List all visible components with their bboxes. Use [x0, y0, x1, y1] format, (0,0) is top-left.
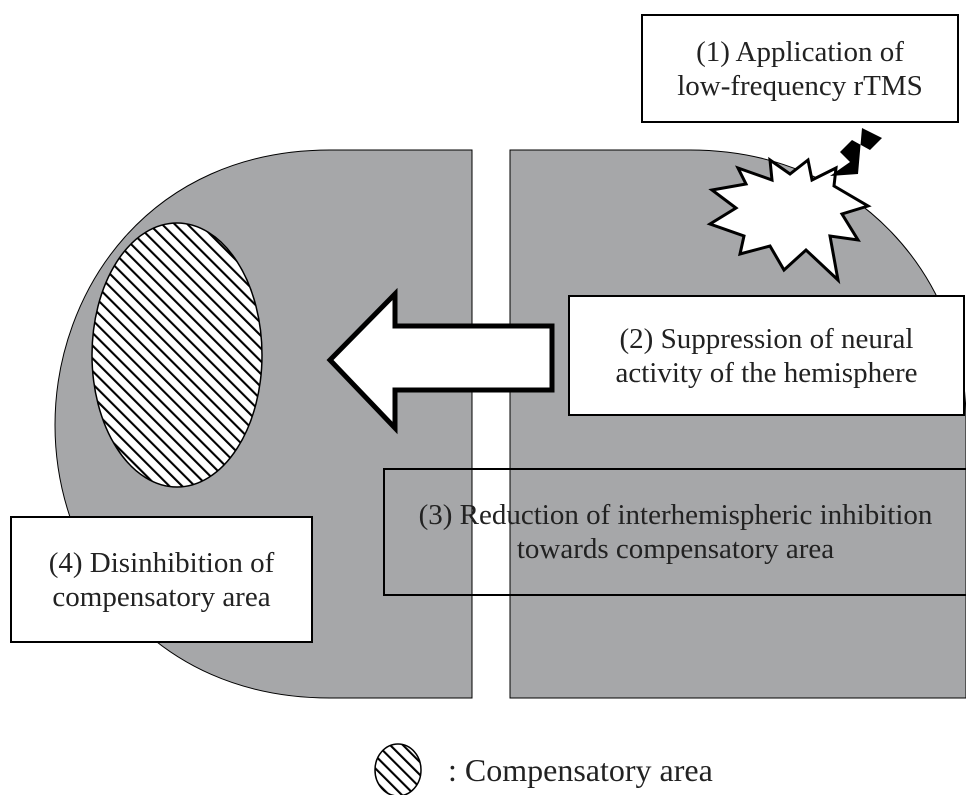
step4-line2: compensatory area — [52, 580, 271, 613]
step2-line1: (2) Suppression of neural — [619, 322, 914, 355]
inhibition-arrow — [326, 287, 555, 435]
step4-line1: (4) Disinhibition of — [48, 546, 275, 579]
step2-box: (2) Suppression of neural activity of th… — [568, 295, 965, 416]
step3-line1: (3) Reduction of interhemispheric inhibi… — [418, 499, 933, 531]
stimulation-burst — [706, 156, 872, 285]
step2-line2: activity of the hemisphere — [615, 356, 918, 389]
step1-box: (1) Application of low-frequency rTMS — [641, 14, 959, 123]
legend-swatch — [374, 743, 422, 795]
compensatory-area — [91, 222, 263, 488]
step4-box: (4) Disinhibition of compensatory area — [10, 516, 313, 643]
tms-arrow — [830, 128, 882, 176]
step1-line1: (1) Application of — [696, 35, 904, 68]
step3-box: (3) Reduction of interhemispheric inhibi… — [383, 468, 966, 596]
step3-line2: towards compensatory area — [516, 533, 835, 565]
legend-label: : Compensatory area — [448, 752, 713, 788]
step1-line2: low-frequency rTMS — [677, 69, 923, 102]
